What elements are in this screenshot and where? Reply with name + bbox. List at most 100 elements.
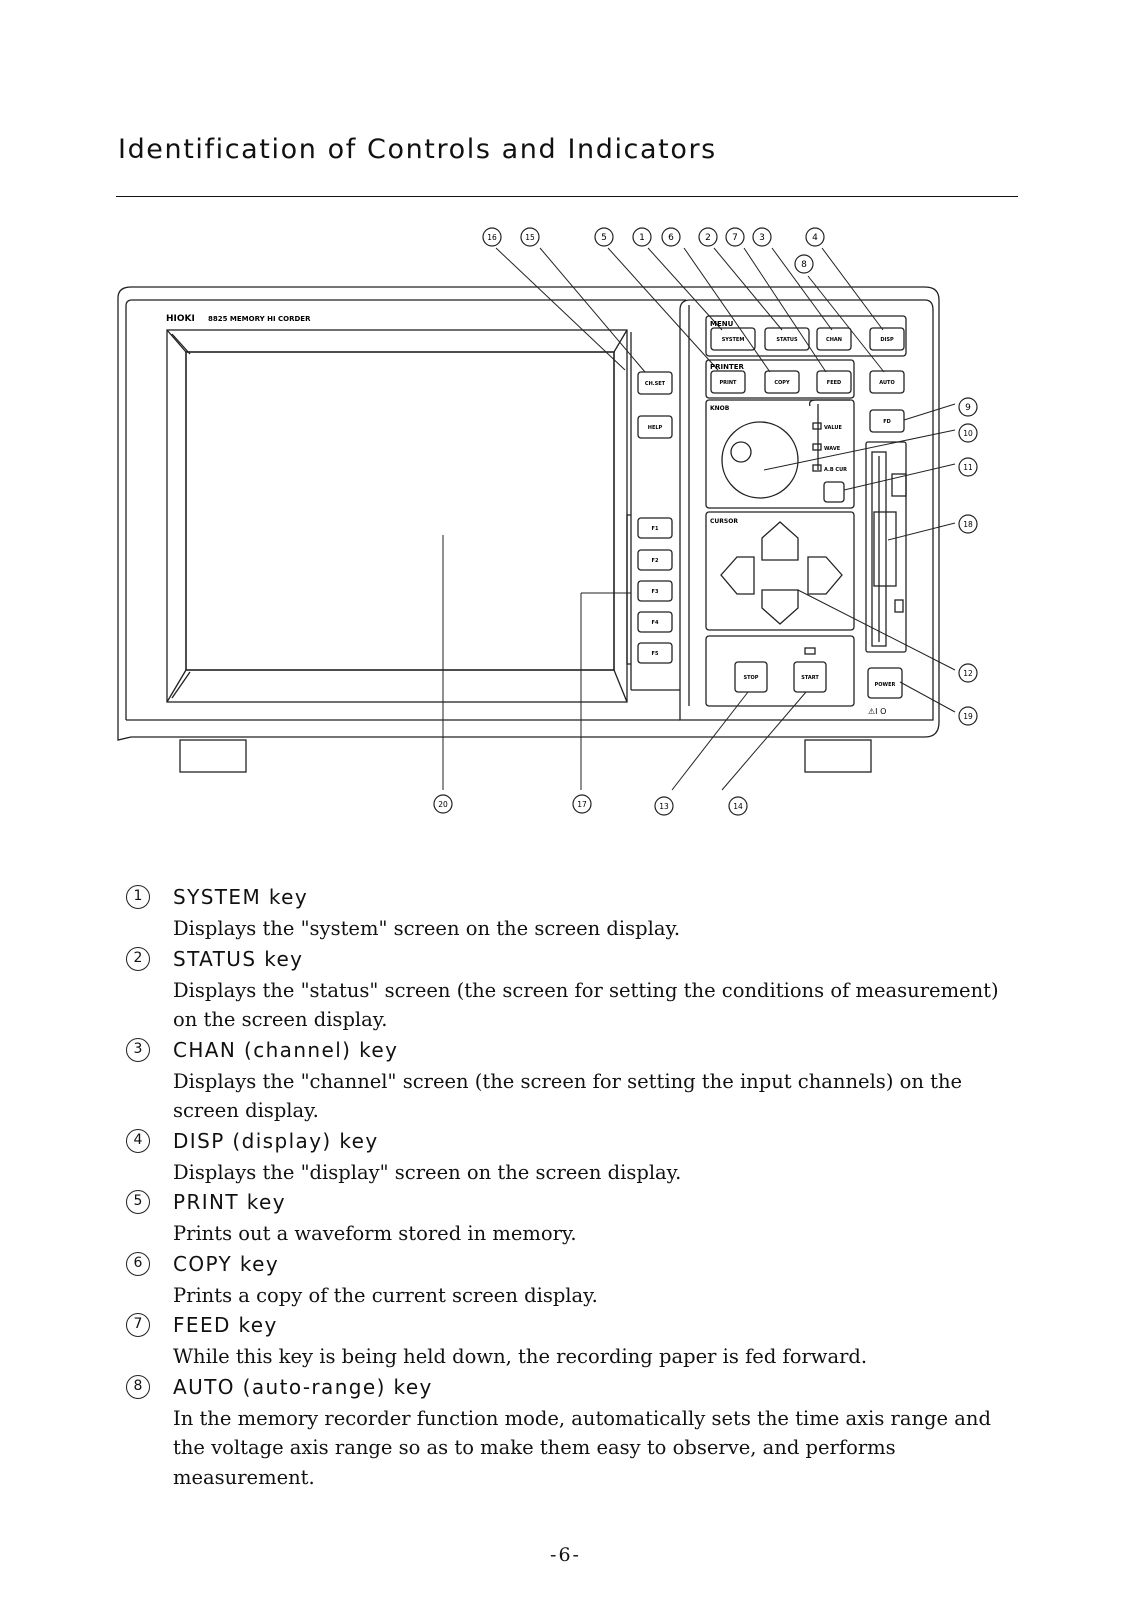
f2-key-label: F2 — [652, 558, 659, 564]
callout-14: 14 — [728, 796, 748, 816]
auto-key[interactable] — [869, 370, 905, 394]
jog-knob[interactable] — [721, 421, 799, 499]
model-text: 8825 MEMORY HI CORDER — [208, 315, 311, 323]
callout-number: 17 — [577, 800, 587, 809]
disp-key[interactable] — [869, 327, 905, 351]
stop-key-label: STOP — [744, 675, 759, 681]
bezel-corner-tl — [166, 329, 187, 353]
help-key[interactable] — [637, 415, 673, 439]
item-name: DISP (display) key — [173, 1128, 379, 1153]
floppy-slot — [871, 451, 887, 647]
callout-20: 20 — [433, 794, 453, 814]
item-number: 4 — [126, 1128, 150, 1153]
chset-key-label: CH.SET — [645, 381, 666, 387]
print-key[interactable] — [710, 370, 746, 394]
callout-13: 13 — [654, 796, 674, 816]
menu-group-box — [705, 315, 907, 357]
item-header: 4 DISP (display) key — [126, 1128, 1016, 1158]
leader-lines — [442, 247, 956, 791]
bezel-corner-tl2 — [171, 333, 191, 355]
chset-key[interactable] — [637, 371, 673, 395]
screen-display — [185, 351, 615, 671]
f1-key[interactable] — [637, 517, 673, 539]
item-number: 2 — [126, 946, 150, 971]
cursor-down-key[interactable] — [761, 589, 799, 625]
printer-label: PRINTER — [710, 363, 745, 371]
housing-inner — [125, 299, 686, 720]
callout-number: 5 — [601, 233, 607, 243]
start-key[interactable] — [793, 661, 827, 693]
callout-number: 18 — [963, 520, 973, 529]
menu-label: MENU — [710, 320, 734, 328]
f4-key-label: F4 — [652, 620, 659, 626]
bezel-corner-bl2 — [171, 671, 191, 699]
callout-18: 18 — [958, 514, 978, 534]
abcur-led — [812, 464, 822, 472]
wave-led — [812, 443, 822, 451]
f5-key[interactable] — [637, 642, 673, 664]
callout-12: 12 — [958, 663, 978, 683]
item-description: Prints out a waveform stored in memory. — [173, 1222, 577, 1245]
chan-key-label: CHAN — [826, 337, 842, 343]
startstop-group-box — [705, 635, 855, 707]
screen-bezel — [166, 329, 628, 703]
bezel-corner-br — [613, 669, 628, 703]
item-description: Prints a copy of the current screen disp… — [173, 1283, 598, 1307]
callout-3: 3 — [752, 227, 772, 247]
control-panel-outline — [679, 299, 934, 721]
cursor-left-key[interactable] — [720, 556, 755, 595]
item-description: While this key is being held down, the r… — [173, 1345, 868, 1368]
item-description: Displays the "status" screen (the screen… — [173, 978, 999, 1032]
callout-number: 2 — [705, 233, 711, 243]
bezel-corner-bl — [166, 669, 187, 703]
callout-16: 16 — [482, 227, 502, 247]
item-name: FEED key — [173, 1313, 278, 1337]
wave-label: WAVE — [824, 446, 841, 452]
status-key[interactable] — [764, 327, 810, 351]
item-number: 8 — [126, 1374, 150, 1399]
item-number: 5 — [126, 1190, 150, 1214]
callout-number: 13 — [659, 802, 669, 811]
floppy-latch — [891, 473, 907, 497]
knob-label: KNOB — [710, 405, 730, 412]
f5-key-label: F5 — [652, 651, 659, 657]
feed-key[interactable] — [816, 370, 852, 394]
callout-number: 20 — [438, 800, 448, 809]
callout-number: 15 — [525, 233, 535, 242]
knob-group-box — [705, 399, 855, 509]
f3-key[interactable] — [637, 580, 673, 602]
cursor-up-key[interactable] — [761, 521, 799, 561]
callout-number: 10 — [963, 429, 973, 438]
knob-finger-dimple — [730, 441, 752, 463]
callout-19: 19 — [958, 706, 978, 726]
system-key-label: SYSTEM — [722, 337, 745, 343]
f4-key[interactable] — [637, 611, 673, 633]
abcur-label: A.B CUR — [824, 467, 847, 473]
callout-number: 19 — [963, 712, 973, 721]
stop-key[interactable] — [734, 661, 768, 693]
chan-key[interactable] — [816, 327, 852, 351]
item-name: STATUS key — [173, 946, 304, 971]
system-key[interactable] — [710, 327, 756, 351]
value-led — [812, 422, 822, 430]
f2-key[interactable] — [637, 549, 673, 571]
callout-17: 17 — [572, 794, 592, 814]
knob-mode-key[interactable] — [823, 481, 845, 503]
cursor-right-key[interactable] — [807, 556, 843, 595]
callout-number: 7 — [732, 233, 738, 243]
callout-8: 8 — [794, 254, 814, 274]
callout-11: 11 — [958, 457, 978, 477]
callout-1: 1 — [632, 227, 652, 247]
f-key-bracket — [626, 514, 631, 665]
fd-key[interactable] — [869, 409, 905, 433]
floppy-eject[interactable] — [894, 599, 904, 613]
floppy-door — [873, 511, 897, 587]
copy-key[interactable] — [764, 370, 800, 394]
